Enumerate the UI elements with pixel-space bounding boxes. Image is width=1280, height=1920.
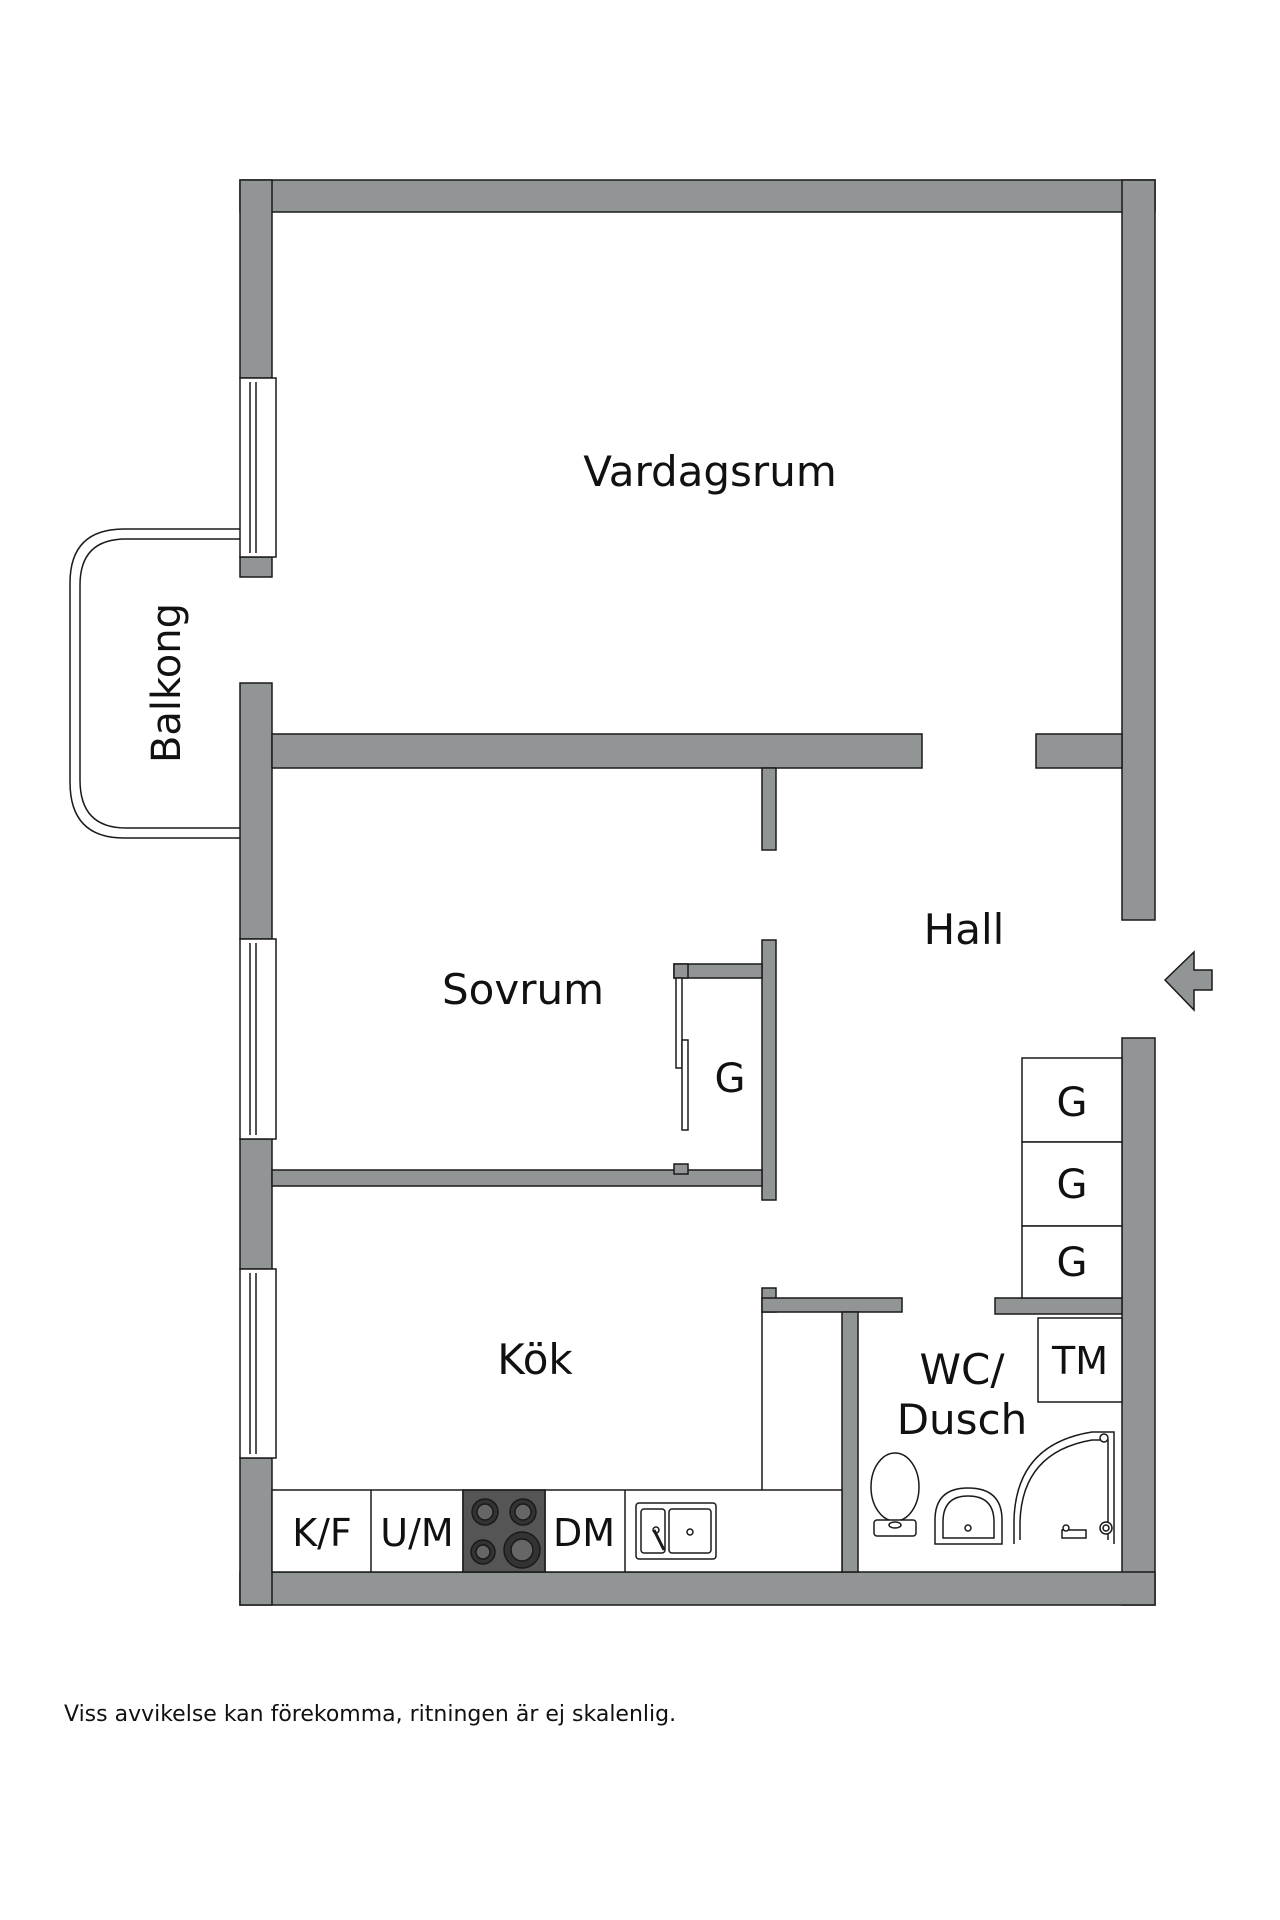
balcony-outline <box>69 528 240 839</box>
appliance-label-fridge-freezer: K/F <box>292 1511 352 1555</box>
walls <box>239 179 1156 1606</box>
hall-closet-3 <box>1021 1225 1123 1299</box>
wall-living-bedroom <box>271 733 923 769</box>
entrance-arrow-icon[interactable] <box>1163 950 1213 1012</box>
washbasin-icon <box>934 1487 1003 1545</box>
closet-label-bedroom: G <box>715 1056 746 1102</box>
room-label-balcony: Balkong <box>144 603 190 763</box>
room-label-kitchen: Kök <box>497 1335 573 1384</box>
appliance-label-dishwasher: DM <box>553 1511 615 1555</box>
outer-wall-left-4 <box>239 1138 273 1270</box>
room-label-bedroom: Sovrum <box>442 965 604 1014</box>
outer-wall-left-1 <box>239 179 273 379</box>
washing-machine-box <box>1037 1317 1123 1403</box>
closet-label-hall-2: G <box>1057 1162 1088 1208</box>
wall-bedroom-stub <box>761 767 777 851</box>
hall-closet-2 <box>1021 1141 1123 1227</box>
shower-icon <box>1013 1431 1115 1544</box>
disclaimer-text: Viss avvikelse kan förekomma, ritningen … <box>64 1702 677 1727</box>
closet-label-hall-3: G <box>1057 1240 1088 1286</box>
closet-label-hall-1: G <box>1057 1080 1088 1126</box>
toilet-icon <box>870 1452 920 1537</box>
closet-doors <box>673 963 689 1175</box>
wall-bedroom-kitchen <box>271 1169 763 1187</box>
wall-bathroom-left <box>841 1311 859 1573</box>
outer-wall-left-3 <box>239 682 273 940</box>
hall-closet-1 <box>1021 1057 1123 1143</box>
window-living <box>239 377 277 558</box>
room-label-bathroom-line2: Dusch <box>897 1395 1028 1444</box>
hall-closets <box>1021 1057 1123 1299</box>
outer-wall-top <box>239 179 1156 213</box>
outer-wall-right-upper <box>1121 179 1156 921</box>
outer-wall-right-lower <box>1121 1037 1156 1606</box>
window-kitchen <box>239 1268 277 1459</box>
wall-living-hall-right <box>1035 733 1123 769</box>
outer-wall-left-5 <box>239 1457 273 1606</box>
windows <box>239 377 277 1459</box>
appliance-label-washing-machine: TM <box>1051 1339 1108 1383</box>
wall-bathroom-top <box>994 1297 1123 1315</box>
kitchen-counter <box>271 1312 843 1573</box>
outer-wall-left-2 <box>239 556 273 578</box>
wall-kitchen-hall <box>761 1297 903 1313</box>
outer-wall-bottom <box>239 1571 1156 1606</box>
window-bedroom <box>239 938 277 1140</box>
appliance-label-oven-microwave: U/M <box>380 1511 453 1555</box>
stove-icon <box>462 1489 546 1573</box>
room-label-hall: Hall <box>924 905 1005 954</box>
sink-icon <box>635 1502 717 1560</box>
room-label-living: Vardagsrum <box>583 447 836 496</box>
room-label-bathroom-line1: WC/ <box>919 1345 1005 1394</box>
wall-closet-right <box>761 939 777 1201</box>
